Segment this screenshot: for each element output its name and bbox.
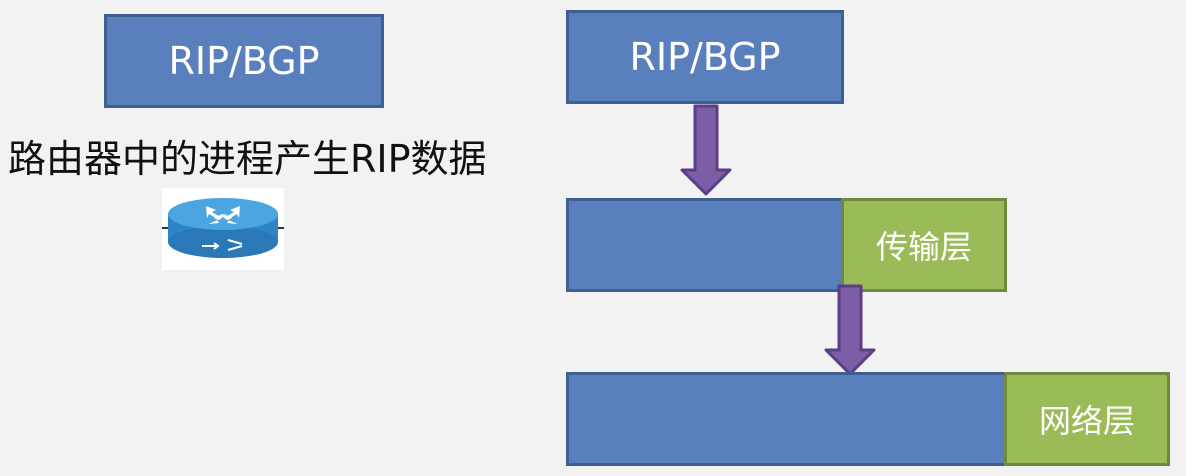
right-protocol-label: RIP/BGP (629, 35, 781, 79)
left-protocol-label: RIP/BGP (168, 39, 320, 83)
down-arrow-2 (824, 284, 876, 376)
right-protocol-box: RIP/BGP (566, 10, 844, 104)
network-layer-payload-box (566, 372, 1008, 466)
process-caption: 路由器中的进程产生RIP数据 (8, 137, 487, 181)
transport-layer-header: 传输层 (841, 198, 1007, 292)
left-protocol-box: RIP/BGP (104, 14, 384, 108)
network-layer-header: 网络层 (1004, 372, 1170, 466)
down-arrow-1 (680, 104, 732, 196)
router-icon (162, 188, 284, 270)
transport-layer-payload-box (566, 198, 846, 292)
